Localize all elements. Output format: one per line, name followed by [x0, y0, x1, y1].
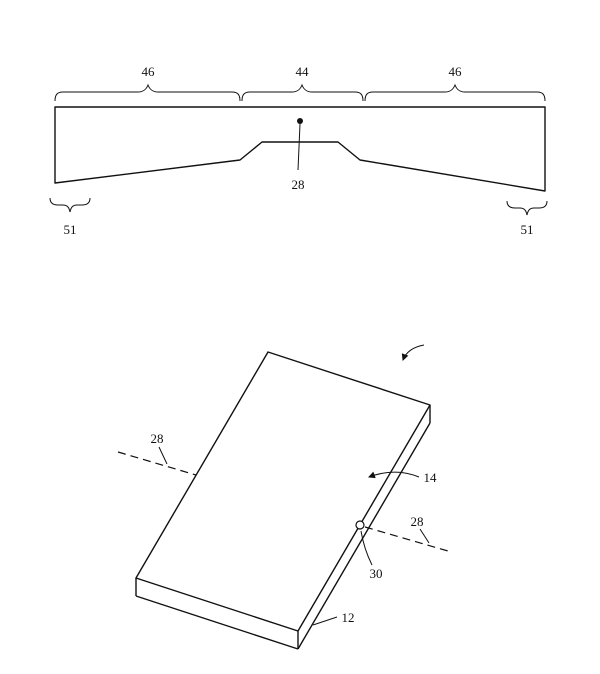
- brace-center-width: [241, 83, 364, 102]
- dimension-label-left: 46: [142, 64, 156, 79]
- opening-label: 30: [370, 566, 383, 581]
- axis-label-upper-leader: [158, 446, 168, 465]
- dimension-label-right: 46: [449, 64, 463, 79]
- axis-dashed-line-upper: [117, 451, 197, 476]
- center-point-leader: [297, 123, 301, 171]
- brace-left-width: [54, 83, 241, 102]
- opening-leader: [360, 530, 373, 566]
- slab-bottom-edge-left: [135, 595, 299, 650]
- orientation-arrow: [401, 344, 425, 361]
- cross-section-outline: [54, 106, 546, 192]
- dimension-label-center: 44: [296, 64, 310, 79]
- corner-label-right: 51: [521, 222, 534, 237]
- brace-right-width: [364, 83, 546, 102]
- axis-label-upper: 28: [151, 431, 164, 446]
- axis-label-lower: 28: [411, 514, 424, 529]
- side-wall-leader: [312, 616, 338, 626]
- brace-corner-left: [49, 197, 91, 213]
- side-wall-label: 12: [342, 610, 355, 625]
- center-point-dot: [297, 118, 303, 124]
- figure-perspective: 28 28 30 14 12: [117, 344, 449, 650]
- top-surface-label: 14: [424, 470, 438, 485]
- top-surface-leader: [368, 471, 420, 479]
- brace-corner-right: [506, 200, 548, 216]
- axis-label-lower-leader: [419, 528, 430, 544]
- slab-bottom-edge-right: [297, 422, 431, 650]
- axis-dashed-line-lower: [364, 526, 449, 552]
- slab-top-face: [135, 351, 431, 632]
- figure-cross-section: 46 44 46 28 51 51: [49, 64, 548, 237]
- corner-label-left: 51: [64, 222, 77, 237]
- center-point-label: 28: [292, 177, 305, 192]
- opening-circle: [355, 520, 365, 530]
